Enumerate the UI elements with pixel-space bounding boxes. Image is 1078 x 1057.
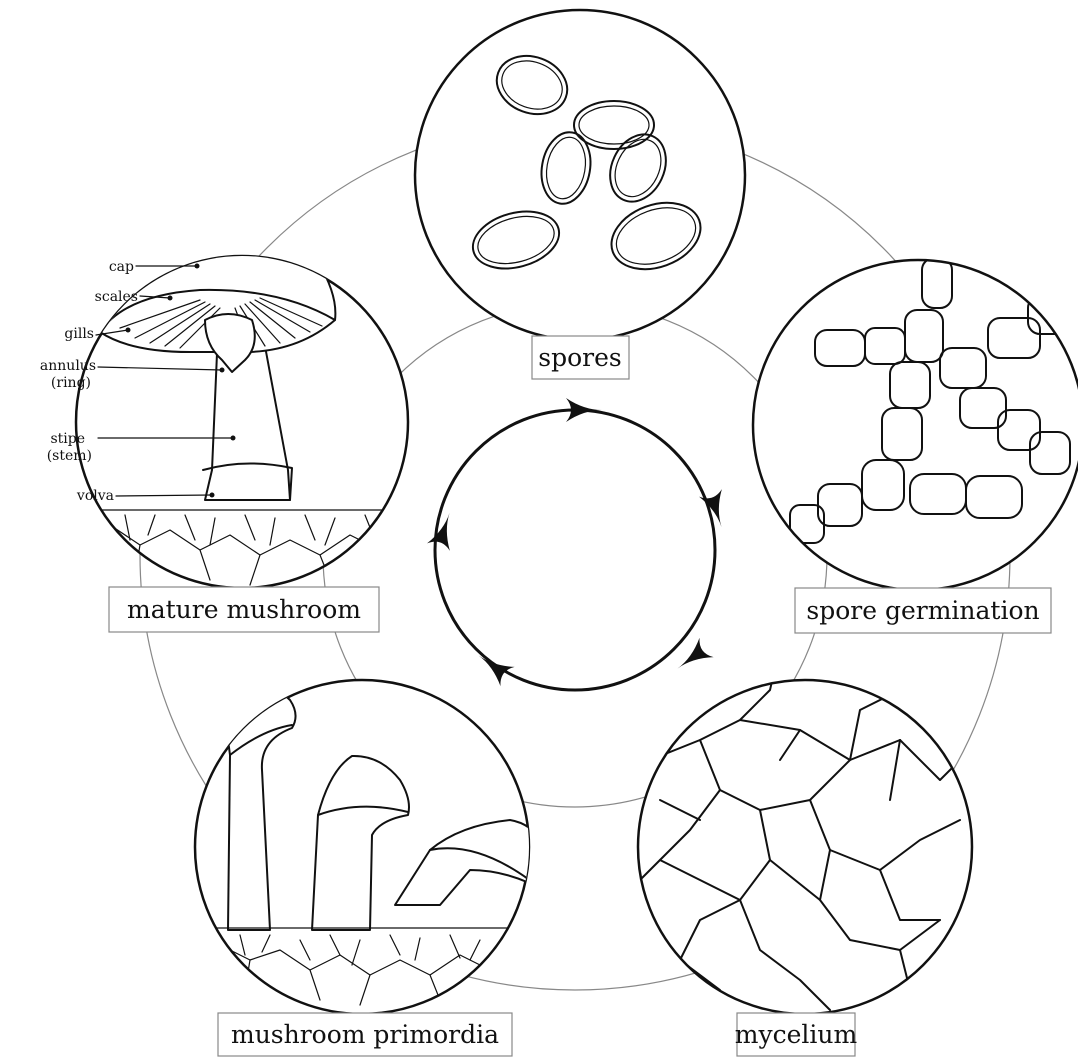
spore-germination-stage: spore germination bbox=[753, 258, 1078, 633]
annulus-ring-label: (ring) bbox=[51, 375, 91, 391]
annulus-label: annulus bbox=[40, 358, 96, 374]
mushroom-primordia-label: mushroom primordia bbox=[231, 1020, 499, 1049]
spores-label: spores bbox=[538, 343, 621, 372]
stipe-label: stipe bbox=[50, 431, 85, 447]
gills-label: gills bbox=[64, 326, 94, 342]
cycle-arrows bbox=[427, 398, 733, 690]
scales-label: scales bbox=[95, 289, 138, 305]
mycelium-stage: mycelium bbox=[638, 668, 972, 1056]
spores-stage: spores bbox=[415, 10, 745, 379]
mature-mushroom-label: mature mushroom bbox=[127, 595, 361, 624]
spore-germination-label: spore germination bbox=[806, 596, 1039, 625]
arrow-icon bbox=[566, 398, 602, 422]
volva-label: volva bbox=[76, 488, 114, 504]
mushroom-primordia-stage: mushroom primordia bbox=[195, 680, 548, 1056]
arrow-icon bbox=[427, 509, 461, 551]
stipe-stem-label: (stem) bbox=[47, 448, 92, 464]
mycelium-label: mycelium bbox=[735, 1020, 858, 1049]
mature-mushroom-stage: cap scales gills annulus (ring) stipe (s… bbox=[40, 218, 410, 632]
cap-label: cap bbox=[109, 259, 134, 275]
arrow-icon bbox=[670, 638, 713, 679]
